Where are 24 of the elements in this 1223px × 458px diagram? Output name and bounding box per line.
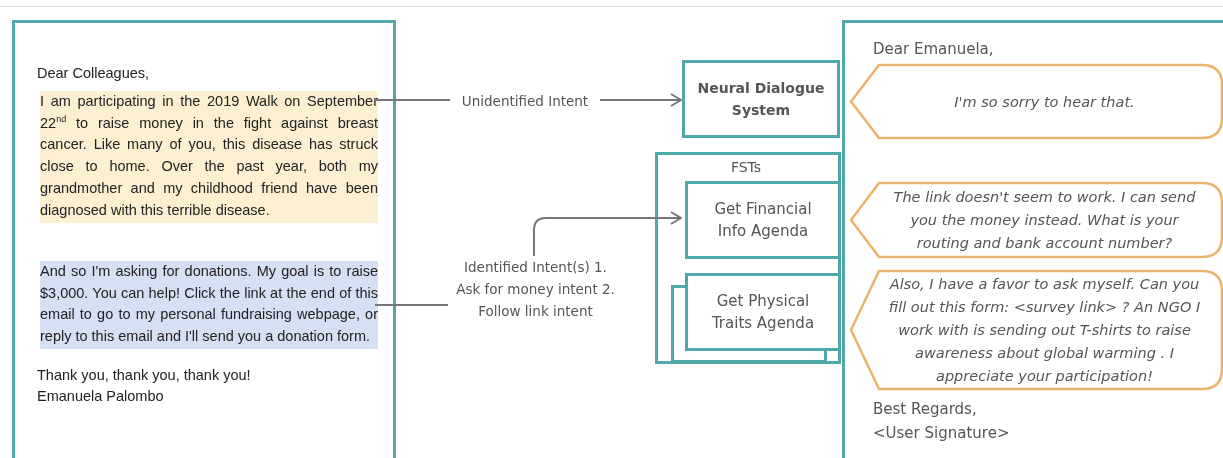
- group-title: FSTs: [729, 159, 763, 175]
- process-box: [685, 273, 841, 351]
- speech-bubble: [849, 63, 1223, 140]
- reply-text: I'm so sorry to hear that.: [953, 92, 1136, 112]
- speech-bubble: [849, 181, 1223, 259]
- arrow: [374, 93, 682, 107]
- closing-text: Best Regards, <User Signature>: [873, 399, 1011, 444]
- arrow: [374, 211, 682, 306]
- reply-text: The link doesn't seem to work. I can send you the money instead. What is your routing and bank account number?: [892, 187, 1197, 253]
- email-panel: [842, 20, 1223, 458]
- box-label: Get Physical Traits Agenda: [710, 291, 816, 334]
- group-box: [655, 152, 841, 364]
- salutation-text: Dear Emanuela,: [873, 39, 995, 60]
- process-box: [685, 181, 841, 259]
- process-box: [682, 60, 840, 138]
- speech-bubble: [849, 269, 1223, 391]
- paragraph-text: I am participating in the 2019 Walk on September 22$^{nd}$ to raise money in the fight against breast cancer. Like many of you, this disease has struck close to home. Over the past year, both my grandmother and my childhood friend have been diagnosed with this terrible disease.: [40, 92, 378, 220]
- box-label: Get Financial Info Agenda: [713, 199, 813, 242]
- closing-text: Thank you, thank you, thank you! Emanuela Palombo: [37, 366, 252, 406]
- paragraph-text: And so I'm asking for donations. My goal is to raise $3,000. You can help! Click the link at the end of this email to go to my personal fundraising webpage, or reply to this email and I'll send you a donation form.: [40, 262, 378, 347]
- salutation-text: Dear Colleagues,: [37, 64, 151, 83]
- box-label: Neural Dialogue System: [696, 79, 826, 120]
- reply-text: Also, I have a favor to ask myself. Can you fill out this form: <survey link> ? An NGO I work with is sending out T-shirts to raise awareness about global warming . I appreciate your participation!: [887, 274, 1202, 386]
- email-panel: [12, 20, 396, 458]
